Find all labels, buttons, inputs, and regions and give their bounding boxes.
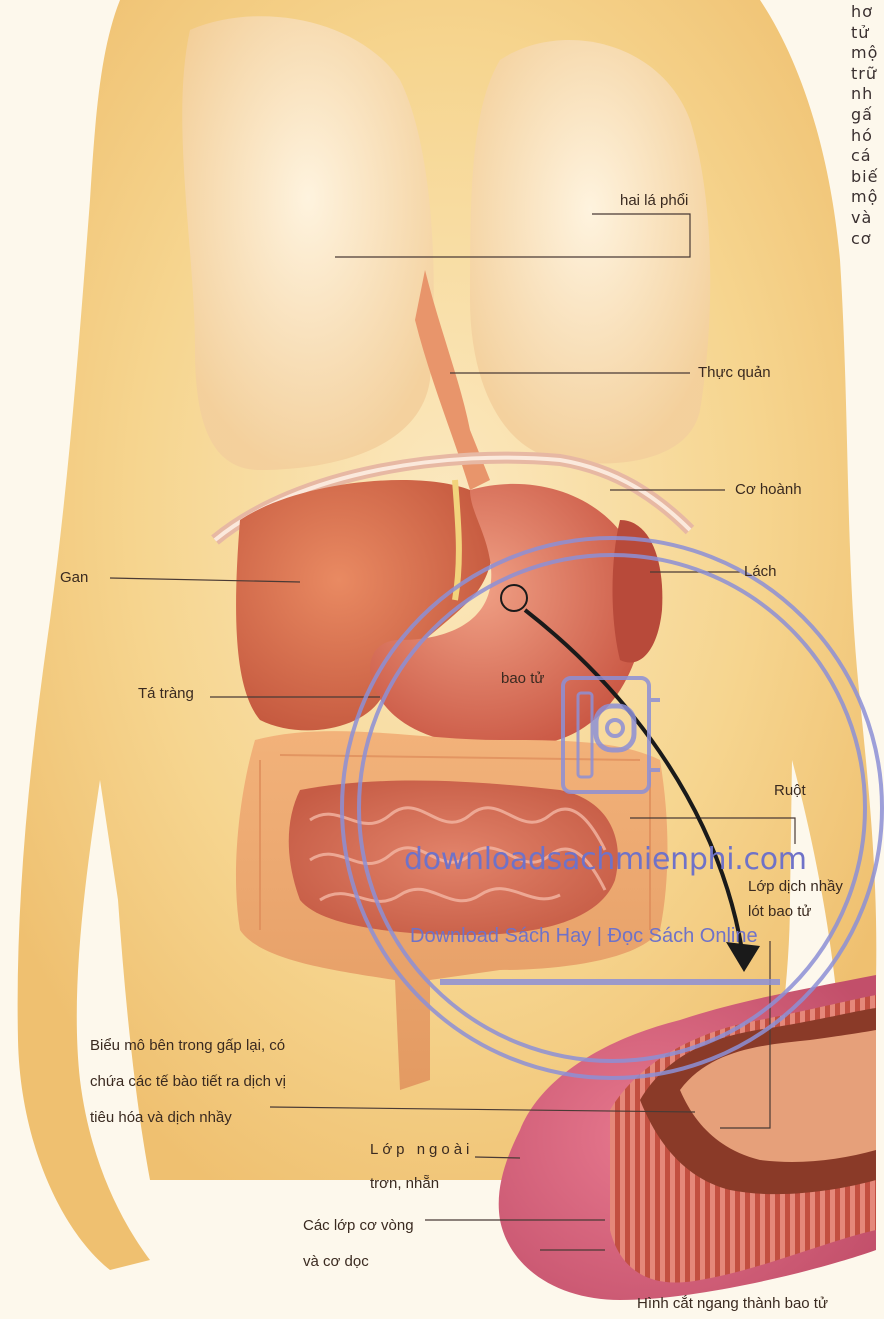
- side-text-line: cơ: [851, 229, 884, 250]
- label-outer-line2: trơn, nhẵn: [370, 1167, 473, 1201]
- label-spleen: Lách: [744, 563, 777, 580]
- side-text-line: cá: [851, 146, 884, 167]
- label-mucus-line2: lót bao tử: [748, 899, 843, 924]
- label-mucus: Lớp dịch nhầy lót bao tử: [748, 874, 843, 924]
- label-lungs: hai lá phổi: [620, 192, 688, 209]
- label-duodenum: Tá tràng: [138, 685, 194, 702]
- label-stomach: bao tử: [501, 670, 544, 687]
- label-epithelium-line1: Biểu mô bên trong gấp lại, có: [90, 1028, 286, 1064]
- side-text-line: mộ: [851, 43, 884, 64]
- side-text-line: mộ: [851, 187, 884, 208]
- side-text-line: trữ: [851, 64, 884, 85]
- label-outer-layer: Lớp ngoài trơn, nhẵn: [370, 1133, 473, 1201]
- label-intestine: Ruột: [774, 782, 806, 799]
- side-text-line: tử: [851, 23, 884, 44]
- label-liver: Gan: [60, 569, 88, 586]
- label-muscle-layers: Các lớp cơ vòng và cơ dọc: [303, 1208, 414, 1280]
- side-text-line: gấ: [851, 105, 884, 126]
- watermark-tagline: Download Sách Hay | Đọc Sách Online: [410, 925, 758, 948]
- label-esophagus: Thực quản: [698, 364, 771, 381]
- label-diaphragm: Cơ hoành: [735, 481, 802, 498]
- caption: Hình cắt ngang thành bao tử: [637, 1295, 828, 1312]
- label-outer-line1: Lớp ngoài: [370, 1133, 473, 1167]
- label-muscle-line1: Các lớp cơ vòng: [303, 1208, 414, 1244]
- side-text-line: và: [851, 208, 884, 229]
- label-epithelium: Biểu mô bên trong gấp lại, có chứa các t…: [90, 1028, 286, 1136]
- watermark-site: downloadsachmienphi.com: [404, 842, 807, 877]
- label-epithelium-line2: chứa các tế bào tiết ra dịch vị: [90, 1064, 286, 1100]
- label-mucus-line1: Lớp dịch nhầy: [748, 874, 843, 899]
- label-epithelium-line3: tiêu hóa và dịch nhầy: [90, 1100, 286, 1136]
- side-text-line: biế: [851, 167, 884, 188]
- side-text-line: hơ: [851, 2, 884, 23]
- side-text-line: hó: [851, 126, 884, 147]
- label-muscle-line2: và cơ dọc: [303, 1244, 414, 1280]
- side-text-line: nh: [851, 84, 884, 105]
